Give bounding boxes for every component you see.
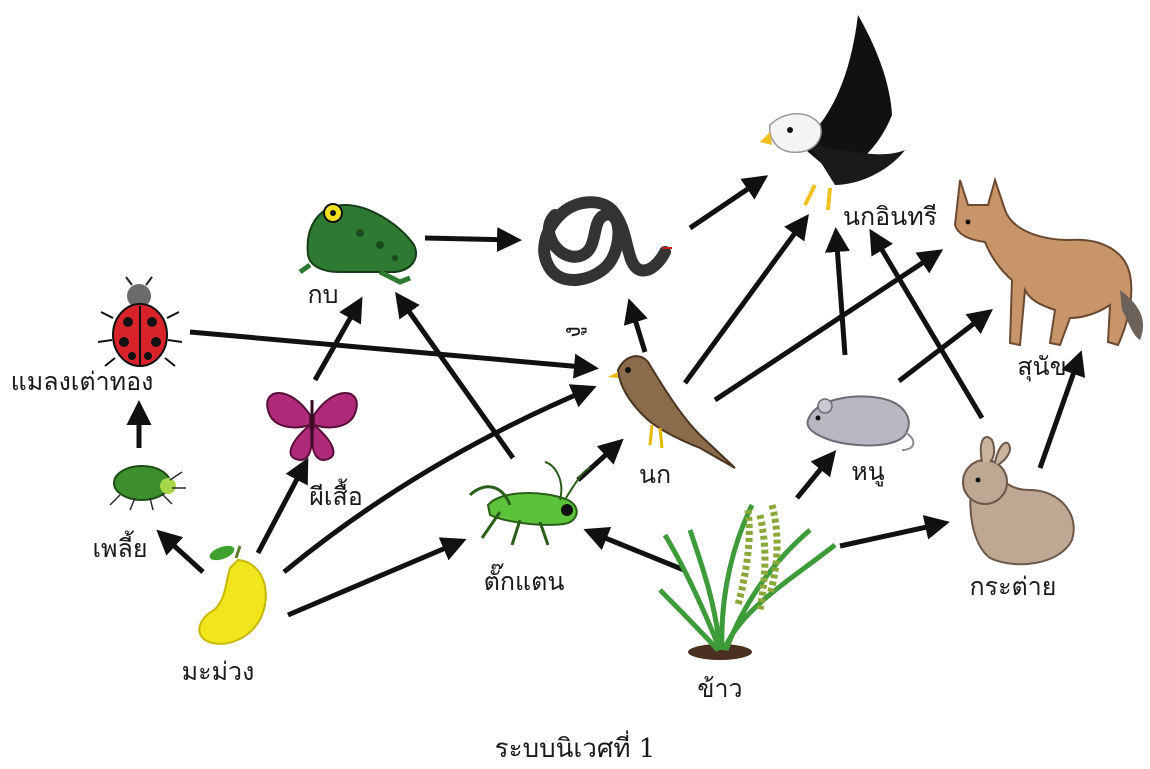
label-butterfly: ผีเสื้อ [309,478,362,511]
ladybug-illustration [98,277,182,366]
grasshopper-illustration [470,462,590,545]
label-mouse: หนู [851,457,885,487]
label-rabbit: กระต่าย [970,572,1057,601]
arrow-rice-to-mouse [797,454,833,498]
arrow-bird-to-snake [630,303,645,352]
arrow-ladybug-to-bird [190,332,594,368]
aphid-illustration [110,466,186,510]
arrow-mango-to-grasshopper [288,541,462,615]
organism-labels: มะม่วง เพลี้ย แมลงเต่าทอง ผีเสื้อ กบ ตั๊… [11,202,1067,703]
label-snake: งู [557,326,587,338]
arrow-butterfly-to-frog [315,301,360,380]
arrow-mango-to-butterfly [258,462,306,553]
label-grasshopper: ตั๊กแตน [484,563,565,596]
arrow-rice-to-rabbit [840,523,945,546]
arrow-rice-to-grasshopper [588,531,684,570]
arrow-grasshopper-to-frog [398,296,513,458]
arrow-bird-to-eagle [685,218,806,383]
label-mango: มะม่วง [182,657,255,686]
arrow-grasshopper-to-bird [578,442,620,480]
butterfly-illustration [267,393,357,460]
rice-illustration [660,505,835,660]
dog-illustration [955,180,1143,345]
mouse-illustration [807,396,913,450]
label-frog: กบ [307,280,338,309]
label-ladybug: แมลงเต่าทอง [11,367,154,396]
arrow-mouse-to-dog [899,312,989,381]
label-rice: ข้าว [697,674,742,703]
bird-illustration [608,356,735,468]
label-bird: นก [639,460,671,489]
mango-illustration [199,543,266,644]
snake-illustration [544,202,672,280]
frog-illustration [300,204,416,282]
rabbit-illustration [963,437,1074,564]
label-eagle: นกอินทรี [843,202,937,231]
label-dog: สุนัข [1017,352,1066,382]
eagle-illustration [760,15,905,210]
label-aphid: เพลี้ย [93,530,148,563]
arrow-snake-to-eagle [690,178,764,228]
arrow-frog-to-snake [425,238,517,240]
arrow-mouse-to-eagle [836,232,845,355]
arrow-mango-to-aphid [160,533,203,572]
